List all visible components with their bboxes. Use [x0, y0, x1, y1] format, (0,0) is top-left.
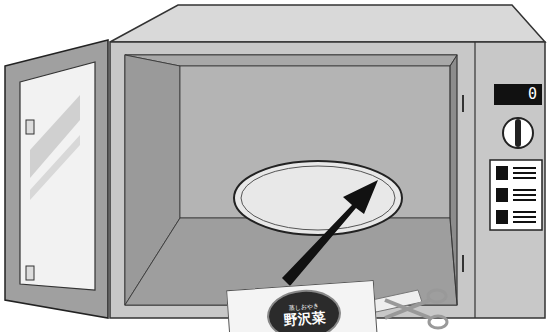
turntable-rim	[241, 166, 395, 230]
door-hook	[26, 266, 34, 280]
cabinet-top	[110, 5, 545, 42]
button-lines	[513, 168, 536, 222]
latch-slot	[462, 255, 464, 272]
display-screen: 0	[494, 84, 542, 105]
package-label: 蒸しおやき野沢菜	[265, 287, 342, 332]
cavity-edge	[450, 218, 457, 305]
scissor-handle	[428, 290, 446, 302]
dial-grip	[515, 119, 521, 147]
panel-divider	[474, 42, 475, 318]
product-name: 野沢菜	[283, 309, 326, 328]
cavity-edge	[450, 66, 451, 218]
scissor-blade	[385, 300, 430, 318]
cabinet-front	[110, 42, 545, 318]
scissor-blade	[385, 300, 430, 318]
latch-slot	[462, 95, 464, 112]
scissor-handle	[429, 316, 447, 328]
cut-strip	[372, 290, 422, 312]
button	[496, 166, 508, 180]
window-glare	[30, 135, 80, 200]
button	[496, 210, 508, 224]
insert-arrow	[282, 180, 378, 286]
cavity-ceiling	[125, 55, 457, 66]
dial-knob	[503, 118, 533, 148]
food-package: 蒸しおやき野沢菜	[226, 280, 378, 332]
display-digit: 0	[494, 84, 537, 104]
cavity-edge	[450, 55, 457, 66]
door	[5, 40, 108, 318]
door-window	[20, 62, 95, 290]
turntable	[234, 161, 402, 235]
button	[496, 188, 508, 202]
cavity-opening	[125, 55, 457, 305]
button-panel	[490, 160, 542, 230]
door-hook	[26, 120, 34, 134]
scissors	[372, 290, 447, 328]
